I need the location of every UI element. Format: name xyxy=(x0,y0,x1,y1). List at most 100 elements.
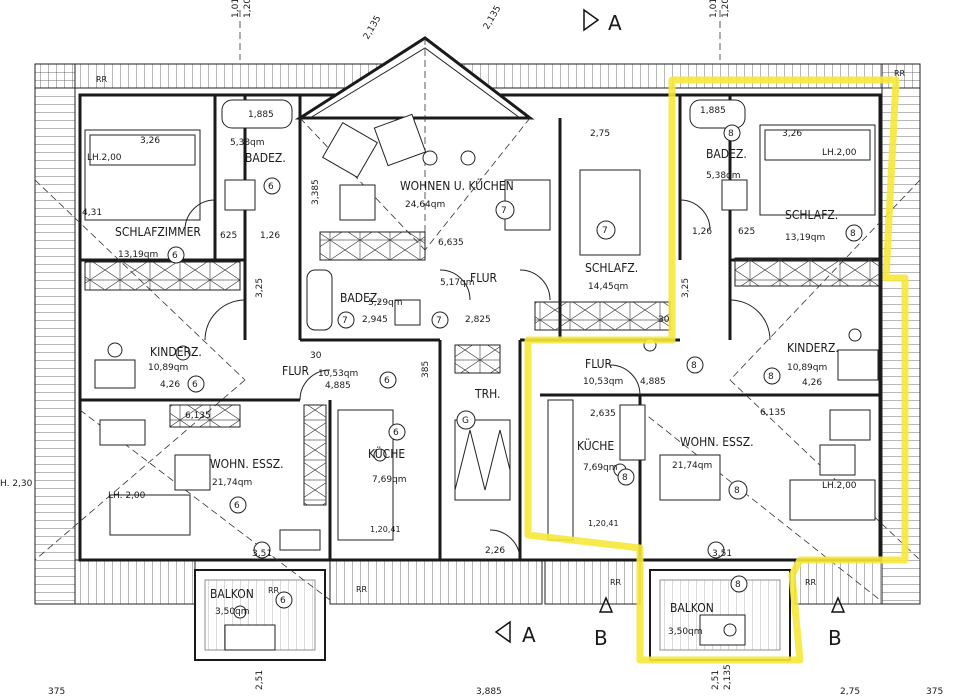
room-number-mid-flur: 7 xyxy=(436,316,442,326)
room-number-left-kueche: 6 xyxy=(393,428,399,438)
dim-bottom-a: 375 xyxy=(48,687,65,697)
room-name-left-kueche: KÜCHE xyxy=(368,445,405,461)
room-area-left-balkon: 3,50qm xyxy=(215,607,250,617)
room-lh-left-wohn: LH. 2,00 xyxy=(108,491,146,501)
dim-left-balkon-w: 3,51 xyxy=(252,549,272,559)
dim-top-g: 625 xyxy=(220,231,237,241)
dim-top-j-right: 30 xyxy=(658,315,670,325)
dim-bottom-c: 2,51 xyxy=(255,670,265,690)
room-number-mid-wohnen: 7 xyxy=(501,206,507,216)
room-number-right-schlaf: 8 xyxy=(850,229,856,239)
dim-right-kinder-w: 4,26 xyxy=(802,378,822,388)
rr-label-6: RR xyxy=(268,586,280,595)
dim-bottom-b: 3,885 xyxy=(476,687,502,697)
room-name-right-flur: FLUR xyxy=(585,357,613,371)
window-strips xyxy=(84,231,881,506)
room-name-left-bad: BADEZ. xyxy=(245,151,286,165)
dim-left-flur-w: 4,885 xyxy=(325,381,351,391)
room-number-right-wohn: 8 xyxy=(734,486,740,496)
room-area-right-bad: 5,38qm xyxy=(706,171,741,181)
room-number-right-kueche: 8 xyxy=(622,473,628,483)
room-name-mid-schlaf: SCHLAFZ. xyxy=(585,261,638,275)
dim-top-j: 30 xyxy=(310,351,322,361)
section-arrow-a-bottom xyxy=(494,620,511,644)
dim-bottom-e: 2,75 xyxy=(840,687,860,697)
dim-trh-w: 2,26 xyxy=(485,546,505,556)
section-label-a-bottom: A xyxy=(522,623,536,647)
dim-top-h: 3,385 xyxy=(311,179,321,205)
svg-text:6: 6 xyxy=(172,251,178,261)
section-label-b-right: B xyxy=(828,626,842,650)
section-arrow-a-top xyxy=(583,8,600,32)
dim-bottom-g-right: 1,20,41 xyxy=(588,519,619,528)
section-arrow-b-right xyxy=(830,596,846,613)
dim-top-f-right: 1,26 xyxy=(692,227,712,237)
room-name-right-wohn: WOHN. ESSZ. xyxy=(680,435,754,449)
dim-top-a-right: 1,01 xyxy=(709,0,719,18)
room-area-right-kinder: 10,89qm xyxy=(787,363,827,373)
room-name-mid-wohnen: WOHNEN U. KÜCHEN xyxy=(400,177,514,193)
room-name-right-balkon: BALKON xyxy=(670,601,714,615)
dim-mid-bad-w: 2,945 xyxy=(362,315,388,325)
dim-left-kinder-w: 4,26 xyxy=(160,380,180,390)
dim-top-b: 1,20 xyxy=(243,0,253,18)
room-number-right-flur: 8 xyxy=(691,361,697,371)
room-number-right-bad: 8 xyxy=(728,129,734,139)
room-area-left-schlafzimmer: 13,19qm xyxy=(118,250,158,260)
room-lh-left-schlafzimmer: LH.2,00 xyxy=(87,153,122,163)
room-area-left-kinder: 10,89qm xyxy=(148,363,188,373)
dim-top-c-right: 2,135 xyxy=(482,4,504,31)
room-area-mid-bad: 5,29qm xyxy=(368,298,403,308)
room-name-trh: TRH. xyxy=(474,387,500,401)
dim-top-g-right: 625 xyxy=(738,227,755,237)
dim-right-balkon-w: 3,51 xyxy=(712,549,732,559)
room-area-right-schlaf: 13,19qm xyxy=(785,233,825,243)
dim-top-e: 6,635 xyxy=(438,238,464,248)
section-label-a-top: A xyxy=(608,11,622,35)
dim-top-d: 3,25 xyxy=(255,278,265,298)
dim-bottom-g: 1,20,41 xyxy=(370,525,401,534)
room-name-right-bad: BADEZ. xyxy=(706,147,747,161)
section-markers: A A B B xyxy=(494,8,846,650)
room-name-right-kueche: KÜCHE xyxy=(577,437,614,453)
dim-right-wohn-w: 6,135 xyxy=(760,408,786,418)
dim-left-wohn-w: 6,135 xyxy=(185,411,211,421)
room-area-right-balkon: 3,50qm xyxy=(668,627,703,637)
room-name-left-schlafzimmer: SCHLAFZIMMER xyxy=(115,225,201,239)
room-name-mid-flur: FLUR xyxy=(470,271,498,285)
room-area-left-bad: 5,38qm xyxy=(230,138,265,148)
room-number-mid-schlaf: 7 xyxy=(602,226,608,236)
door-swings xyxy=(184,199,771,561)
room-number-trh: G xyxy=(462,416,469,426)
room-number-left-flur: 6 xyxy=(384,376,390,386)
room-number-left-wohn: 6 xyxy=(234,501,240,511)
room-lh-right-wohn: LH.2,00 xyxy=(822,481,857,491)
room-number-right-kinder: 8 xyxy=(768,372,774,382)
dim-bottom-d: 2,135 xyxy=(723,664,733,690)
dim-left-schlaf-w: 3,26 xyxy=(140,136,160,146)
room-name-left-kinder: KINDERZ. xyxy=(150,345,202,359)
room-name-left-flur: FLUR xyxy=(282,364,310,378)
furniture xyxy=(84,99,879,651)
rr-label-4: RR xyxy=(610,578,622,587)
dim-left-bad-w: 1,885 xyxy=(248,110,274,120)
dim-right-bad-w: 1,885 xyxy=(700,106,726,116)
room-number-mid-bad: 7 xyxy=(342,316,348,326)
room-name-right-schlaf: SCHLAFZ. xyxy=(785,208,838,222)
room-area-left-wohn: 21,74qm xyxy=(212,478,252,488)
room-number-circle xyxy=(167,246,185,264)
room-name-mid-bad: BADEZ. xyxy=(340,291,381,305)
apartment-highlight xyxy=(524,76,909,664)
room-area-mid-wohnen: 24,64qm xyxy=(405,200,445,210)
dim-right-schlaf-w: 3,26 xyxy=(782,129,802,139)
room-number-left-balkon: 6 xyxy=(280,596,286,606)
room-name-left-wohn: WOHN. ESSZ. xyxy=(210,457,284,471)
dim-bottom-c-right: 2,51 xyxy=(711,670,721,690)
dim-top-f: 1,26 xyxy=(260,231,280,241)
room-lh-right-schlaf: LH.2,00 xyxy=(822,148,857,158)
dim-top-d-right: 3,25 xyxy=(681,278,691,298)
dim-right-flur-w: 4,885 xyxy=(640,377,666,387)
section-label-b-left: B xyxy=(594,626,608,650)
